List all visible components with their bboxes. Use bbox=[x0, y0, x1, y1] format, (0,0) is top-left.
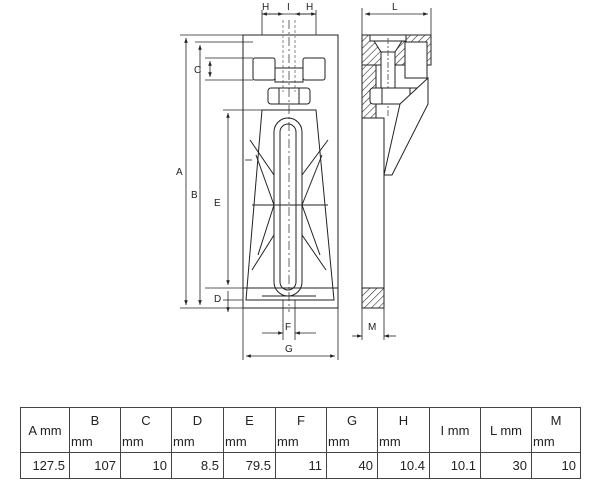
value-cell-F: 11 bbox=[275, 452, 327, 479]
side-view bbox=[361, 34, 432, 309]
side-foot-hatched bbox=[361, 287, 385, 309]
wing-right bbox=[302, 57, 326, 81]
value-cell-G: 40 bbox=[326, 452, 378, 479]
front-foot bbox=[242, 287, 339, 309]
table-values-row: 127.5 107 10 8.5 79.5 11 40 10.4 10.1 30… bbox=[20, 452, 581, 479]
value-cell-A: 127.5 bbox=[20, 452, 70, 479]
value-cell-M: 10 bbox=[531, 452, 581, 479]
side-gusset bbox=[383, 76, 429, 176]
dim-label-H-left: H bbox=[262, 2, 269, 13]
wing-left bbox=[252, 57, 276, 81]
dim-label-D: D bbox=[214, 294, 221, 305]
dim-label-G: G bbox=[285, 344, 293, 355]
dim-label-M: M bbox=[368, 322, 376, 333]
header-cell-L: L mm bbox=[480, 407, 532, 453]
value-cell-L: 30 bbox=[480, 452, 532, 479]
value-cell-C: 10 bbox=[120, 452, 172, 479]
dim-label-L: L bbox=[392, 2, 398, 13]
dim-label-I: I bbox=[287, 2, 290, 13]
header-cell-A: A mm bbox=[20, 407, 70, 453]
dim-label-E: E bbox=[214, 198, 221, 209]
dim-label-H-right: H bbox=[306, 2, 313, 13]
hex-nut bbox=[267, 87, 311, 105]
header-cell-I: I mm bbox=[429, 407, 481, 453]
value-cell-H: 10.4 bbox=[377, 452, 430, 479]
dim-label-A: A bbox=[176, 167, 183, 178]
clamp-plate bbox=[245, 109, 335, 301]
front-view bbox=[242, 20, 339, 312]
dim-label-F: F bbox=[285, 322, 291, 333]
slot-inner bbox=[279, 123, 297, 291]
slot-outer bbox=[273, 117, 303, 297]
value-cell-E: 79.5 bbox=[223, 452, 276, 479]
value-cell-I: 10.1 bbox=[429, 452, 481, 479]
dim-label-B: B bbox=[191, 190, 198, 201]
value-cell-B: 107 bbox=[69, 452, 121, 479]
dim-label-C: C bbox=[194, 65, 201, 76]
value-cell-D: 8.5 bbox=[171, 452, 224, 479]
side-wing bbox=[404, 41, 428, 79]
bolt-head bbox=[274, 67, 304, 83]
side-plate bbox=[361, 117, 385, 289]
technical-drawing: A B C E D F G H I H L M bbox=[176, 2, 432, 360]
